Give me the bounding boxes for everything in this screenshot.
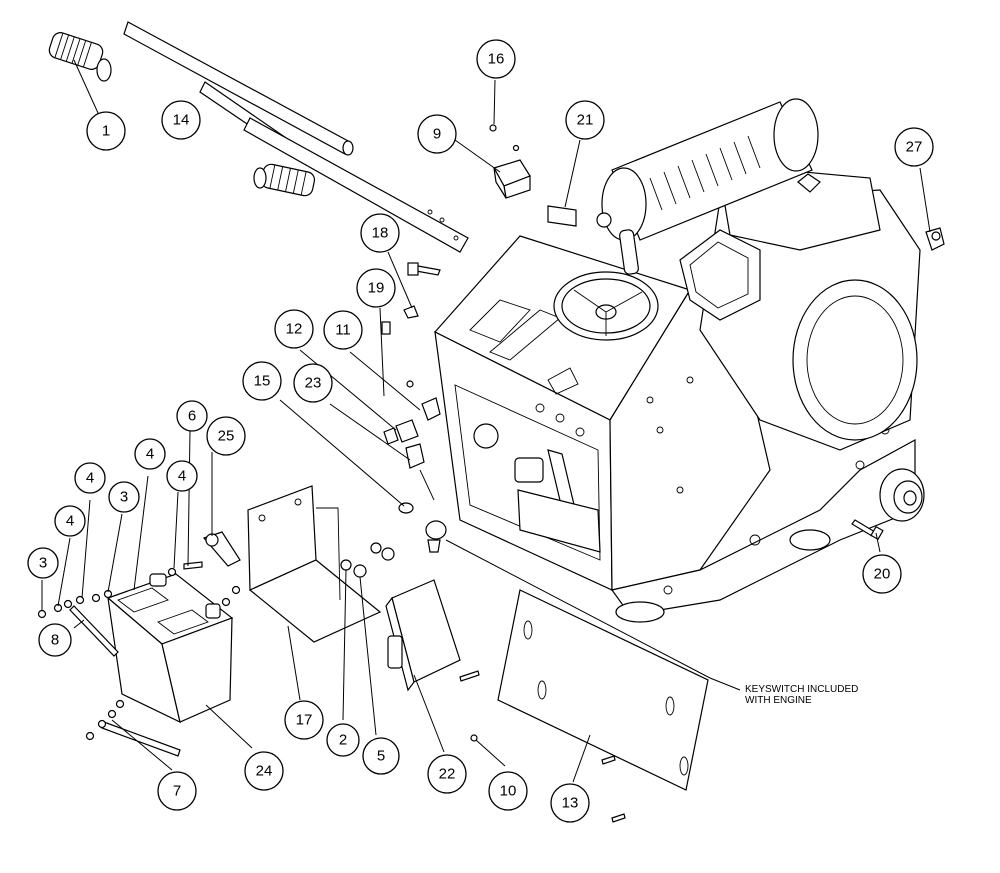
callout-27-label: 27 [906, 139, 923, 156]
callout-13-label: 13 [562, 795, 579, 812]
callout-23: 23 [293, 363, 333, 403]
callout-16: 16 [476, 39, 516, 79]
callout-5-label: 5 [377, 748, 385, 765]
base-plate [497, 589, 709, 791]
terminal-bolt [167, 561, 241, 607]
callout-19: 19 [356, 268, 396, 308]
handle-bar [123, 21, 469, 253]
callout-13: 13 [550, 783, 590, 823]
hand-wheel [553, 229, 659, 341]
small-screw [489, 124, 520, 152]
control-box [493, 159, 531, 199]
battery-tray [247, 485, 382, 643]
callout-9: 9 [417, 114, 457, 154]
stud-19 [381, 321, 414, 388]
callout-20-label: 20 [874, 566, 891, 583]
nuts-and-washers [340, 542, 395, 578]
callout-1: 1 [86, 111, 126, 151]
muffler [596, 98, 819, 241]
callout-3a: 3 [27, 547, 59, 579]
callout-20: 20 [862, 554, 902, 594]
callout-4d: 4 [54, 505, 86, 537]
battery-cover [385, 579, 461, 692]
drive-wheel [879, 468, 925, 522]
callout-4a-label: 4 [146, 446, 154, 463]
washers-left [37, 589, 125, 741]
callout-15: 15 [242, 361, 282, 401]
keyswitch-note-line1: KEYSWITCH INCLUDED [745, 684, 858, 695]
callout-12-label: 12 [286, 321, 303, 338]
callout-8: 8 [38, 623, 72, 657]
decal [547, 205, 577, 227]
throttle-assembly [383, 397, 441, 514]
callout-22-label: 22 [439, 766, 456, 783]
callout-24: 24 [244, 751, 284, 791]
callout-22: 22 [427, 754, 467, 794]
callout-4b-label: 4 [86, 470, 94, 487]
battery [106, 573, 234, 724]
callout-2-label: 2 [339, 732, 347, 749]
callout-6: 6 [176, 400, 208, 432]
callout-24-label: 24 [256, 763, 273, 780]
callout-23-label: 23 [305, 375, 322, 392]
callout-5: 5 [362, 737, 400, 775]
handle-grip-right [253, 163, 316, 197]
callout-12: 12 [274, 309, 314, 349]
callout-6-label: 6 [188, 408, 196, 425]
callout-7-label: 7 [173, 783, 181, 800]
callout-17-label: 17 [296, 712, 313, 729]
callout-18-label: 18 [372, 225, 389, 242]
bolt-20 [851, 519, 884, 541]
handle-grip-left [48, 32, 112, 82]
callout-8-label: 8 [51, 632, 59, 649]
keyswitch [425, 520, 447, 553]
callout-14-label: 14 [173, 112, 190, 129]
callout-27: 27 [894, 127, 934, 167]
callout-15-label: 15 [254, 373, 271, 390]
bolt-18 [403, 262, 441, 319]
callout-18: 18 [360, 213, 400, 253]
callout-21-label: 21 [577, 112, 594, 129]
callout-7: 7 [157, 771, 197, 811]
battery-cable-7 [101, 721, 181, 757]
callout-4c-label: 4 [178, 468, 186, 485]
terminal-boot [202, 531, 241, 567]
screws-10 [459, 670, 626, 823]
callout-4a: 4 [134, 438, 166, 470]
callout-11-label: 11 [335, 322, 351, 339]
callout-17: 17 [284, 700, 324, 740]
callout-3b: 3 [108, 481, 140, 513]
callout-1-label: 1 [102, 123, 110, 140]
callout-25: 25 [206, 416, 246, 456]
callout-11: 11 [323, 310, 363, 350]
callout-4d-label: 4 [66, 513, 74, 530]
belt-drive [514, 449, 601, 553]
callout-4c: 4 [166, 460, 198, 492]
callout-16-label: 16 [488, 51, 505, 68]
callout-21: 21 [565, 100, 605, 140]
callout-10: 10 [488, 771, 528, 811]
leader-lines [41, 59, 931, 783]
callout-2: 2 [326, 723, 360, 757]
keyswitch-note-line2: WITH ENGINE [745, 695, 812, 706]
callout-4b: 4 [74, 462, 106, 494]
fitting-27 [925, 227, 945, 251]
callout-9-label: 9 [433, 126, 441, 143]
callout-19-label: 19 [368, 280, 385, 297]
callout-3b-label: 3 [120, 489, 128, 506]
callout-10-label: 10 [500, 783, 517, 800]
callout-3a-label: 3 [39, 555, 47, 572]
callout-25-label: 25 [218, 428, 235, 445]
battery-cable-8 [69, 605, 119, 657]
keyswitch-note: KEYSWITCH INCLUDED WITH ENGINE [745, 684, 858, 706]
callout-14: 14 [161, 100, 201, 140]
